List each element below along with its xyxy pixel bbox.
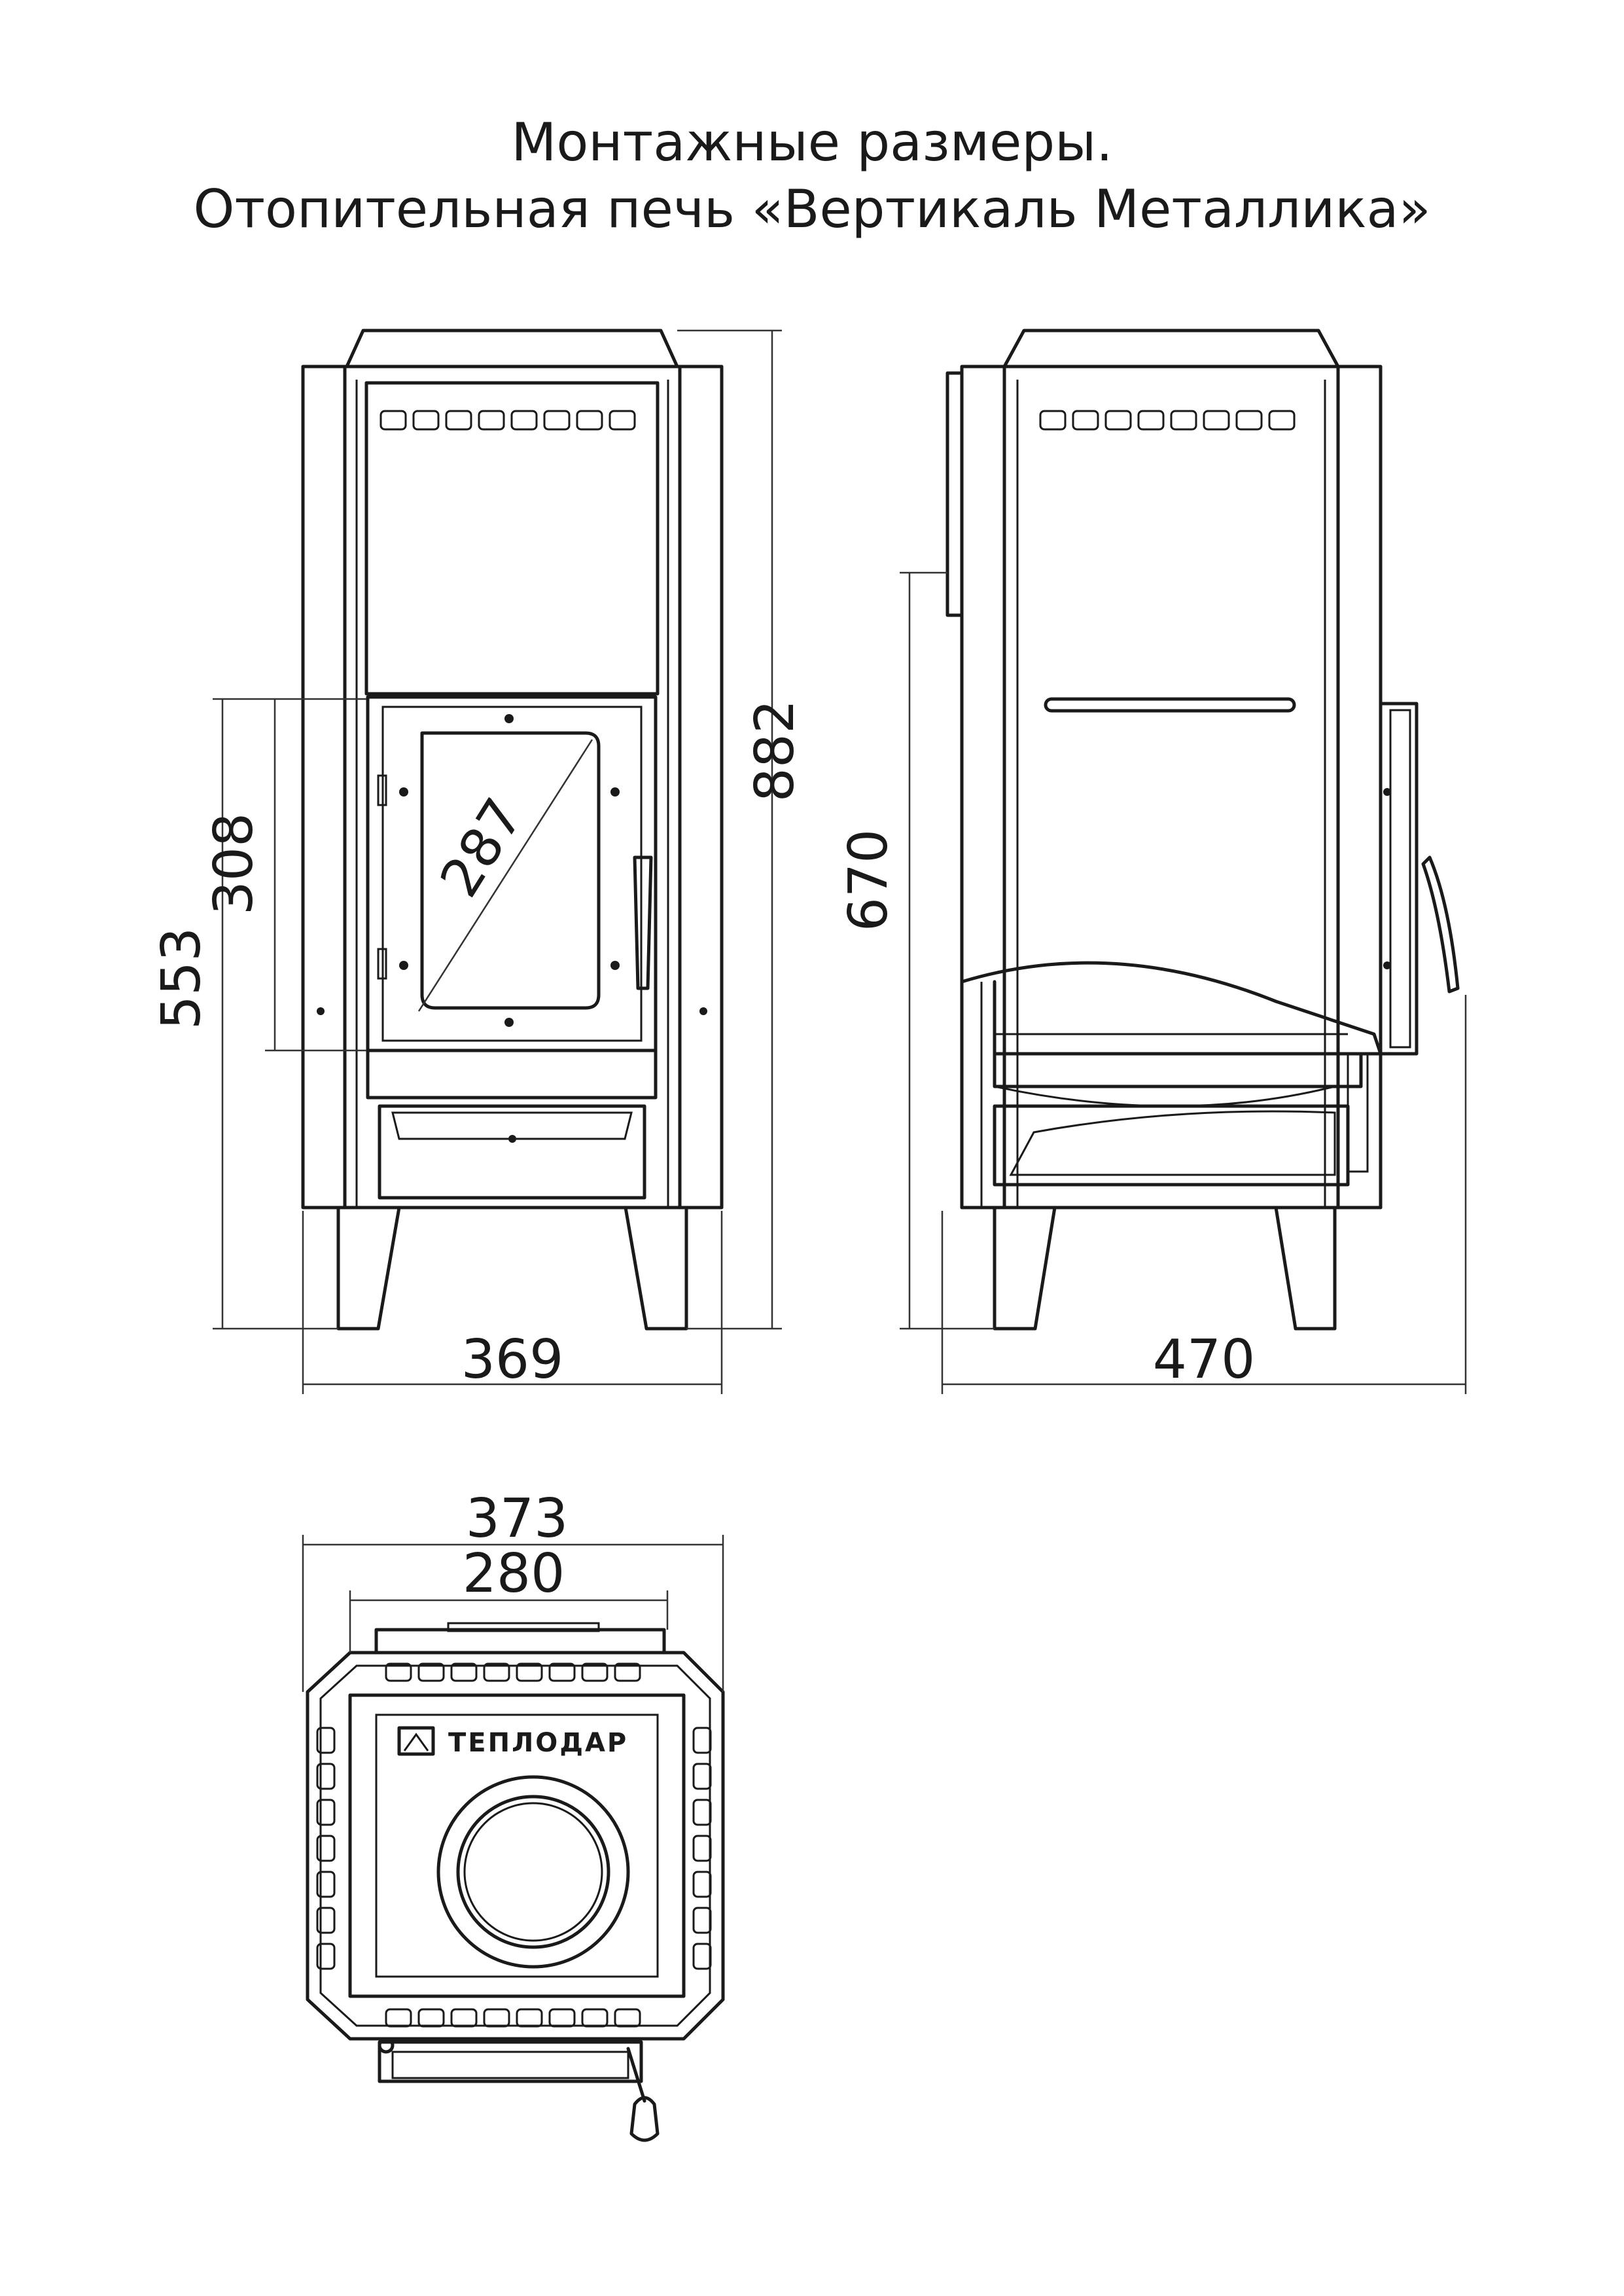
dim-side-height: 670 xyxy=(838,829,900,932)
drawing-title-line2: Отопительная печь «Вертикаль Металлика» xyxy=(193,179,1431,240)
front-vent-slots xyxy=(380,410,636,431)
manufacturer-logo: ТЕПЛОДАР xyxy=(448,1728,628,1758)
dim-side-depth: 470 xyxy=(1153,1329,1256,1391)
side-view xyxy=(945,329,1460,1331)
drawing-title-line1: Монтажные размеры. xyxy=(511,112,1113,173)
side-dimensions xyxy=(900,571,1467,1394)
side-vent-slots xyxy=(1039,410,1296,431)
top-vent-slots xyxy=(316,1662,712,2028)
dim-front-height: 882 xyxy=(744,700,806,802)
dim-firebox-bottom: 553 xyxy=(150,927,213,1030)
dim-glass-diagonal: 287 xyxy=(429,788,536,908)
front-dimensions xyxy=(213,329,782,1394)
dim-top-outer-width: 373 xyxy=(466,1488,569,1550)
dim-door-height: 308 xyxy=(203,813,265,916)
dim-front-width: 369 xyxy=(461,1329,564,1391)
dim-top-inner-width: 280 xyxy=(463,1543,565,1605)
top-dimensions xyxy=(302,1535,724,1692)
top-view: ТЕПЛОДАР xyxy=(306,1622,725,2142)
front-view xyxy=(301,329,724,1331)
